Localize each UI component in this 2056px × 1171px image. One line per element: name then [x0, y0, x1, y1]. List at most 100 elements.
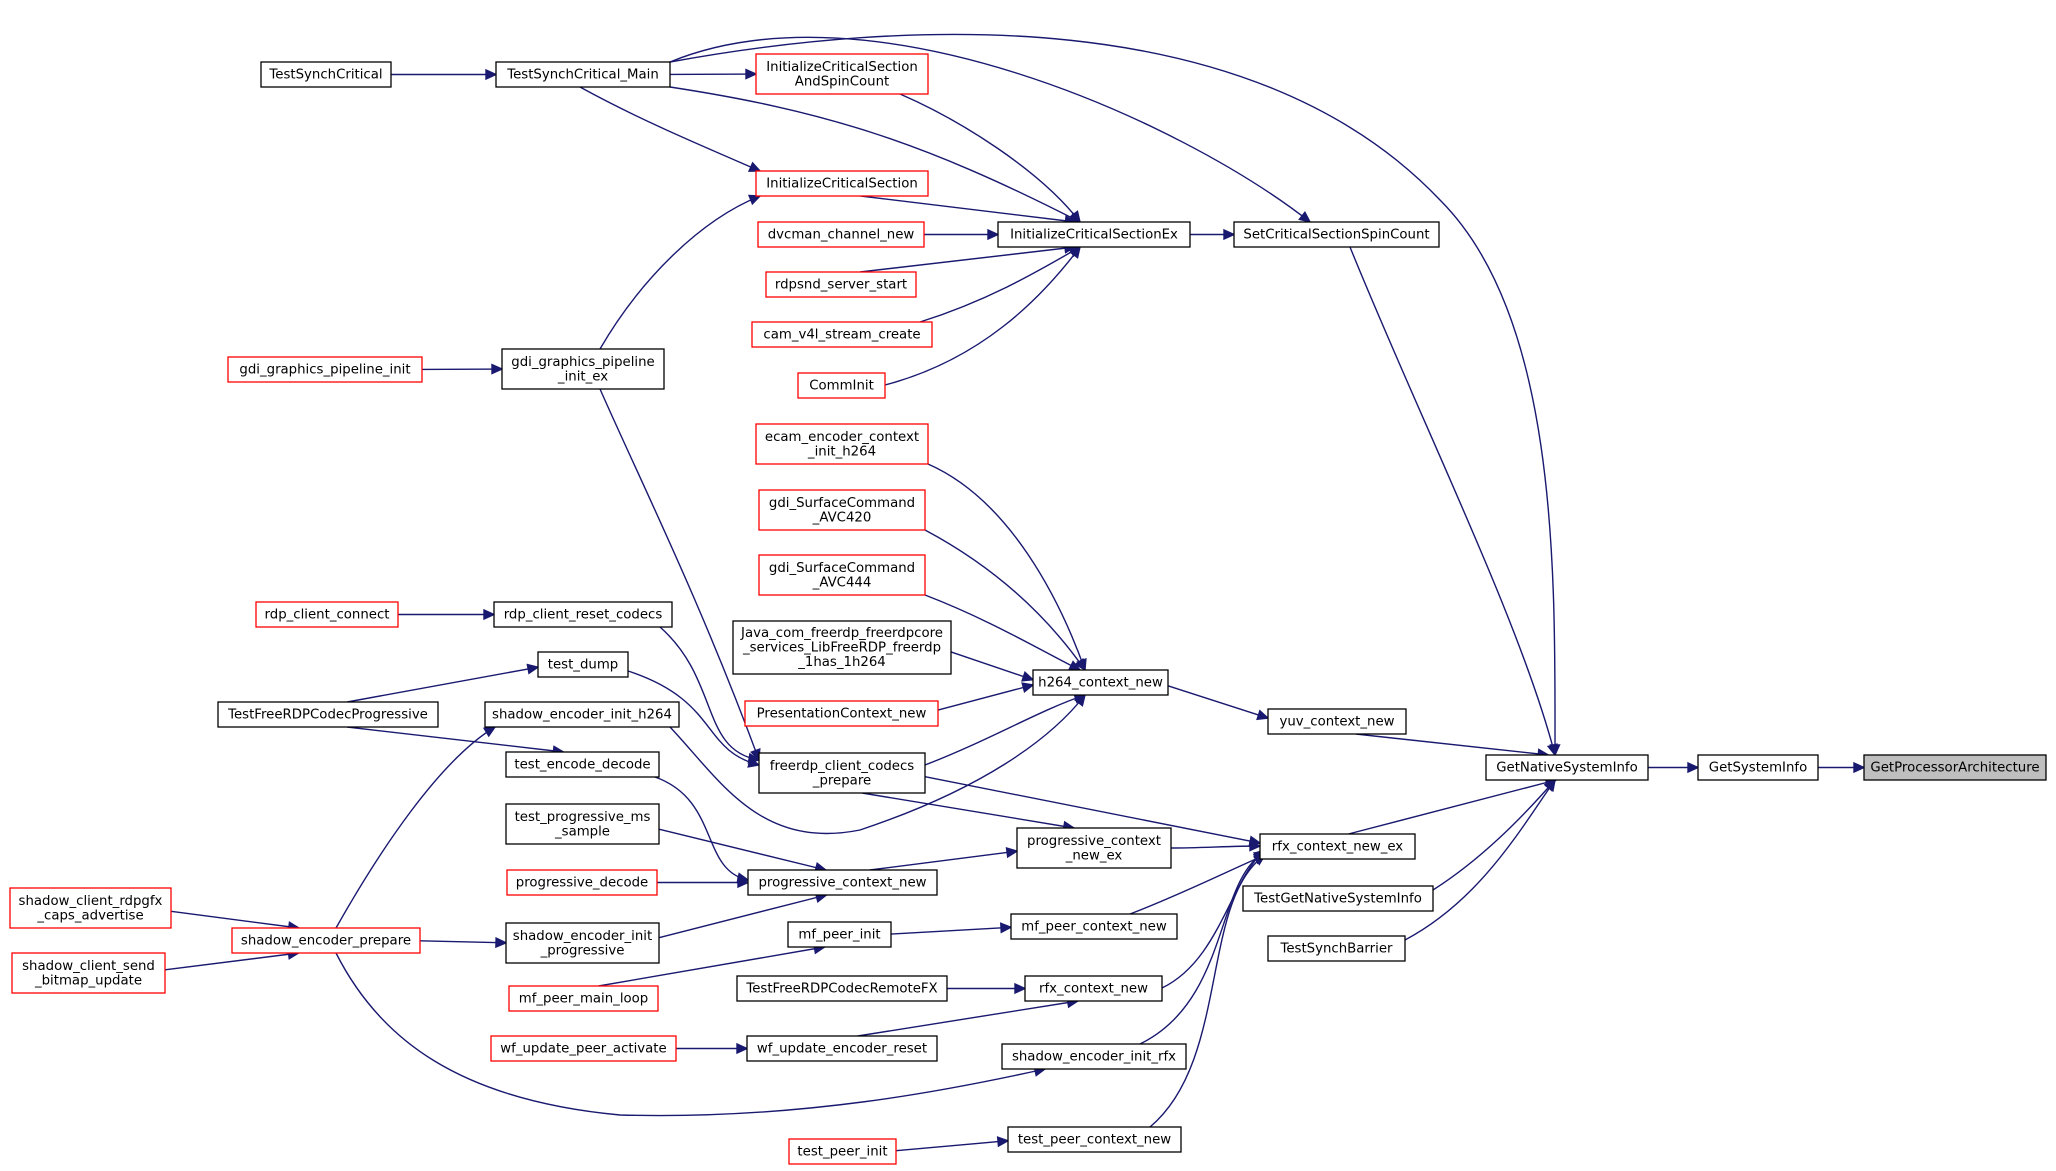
- node-shadowh264[interactable]: shadow_encoder_init_h264: [484, 701, 680, 728]
- node-progctx[interactable]: progressive_context_new: [747, 869, 938, 896]
- node-label: AndSpinCount: [795, 74, 889, 89]
- node-rfxctx[interactable]: rfx_context_new: [1024, 975, 1163, 1002]
- node-box: [505, 751, 660, 778]
- node-shadowcaps[interactable]: shadow_client_rdpgfx_caps_advertise: [9, 887, 172, 929]
- node-label: TestFreeRDPCodecProgressive: [227, 708, 428, 723]
- edge-wfreset-to-rfxctx: [857, 997, 1080, 1037]
- edge-line: [924, 594, 1081, 671]
- edge-line: [857, 1000, 1078, 1037]
- edge-initcsex-to-setcsspin: [1190, 228, 1236, 241]
- node-presctx[interactable]: PresentationContext_new: [744, 700, 939, 727]
- node-camv4l[interactable]: cam_v4l_stream_create: [751, 321, 933, 348]
- node-box: [231, 927, 421, 954]
- edge-mfpeerinit-to-mfpeerctx: [890, 922, 1013, 935]
- node-rdpreset[interactable]: rdp_client_reset_codecs: [493, 601, 673, 628]
- arrowhead: [1298, 211, 1312, 224]
- node-testencdec[interactable]: test_encode_decode: [505, 751, 660, 778]
- node-testprogms[interactable]: test_progressive_ms_sample: [505, 803, 660, 845]
- node-label: mf_peer_init: [798, 928, 880, 943]
- edge-line: [950, 651, 1034, 681]
- arrowhead: [1544, 778, 1556, 792]
- node-setcsspin[interactable]: SetCriticalSectionSpinCount: [1233, 221, 1440, 248]
- arrowhead: [1014, 982, 1027, 995]
- node-mfpeerctx[interactable]: mf_peer_context_new: [1010, 913, 1178, 940]
- edge-line: [919, 246, 1081, 323]
- node-avc444[interactable]: gdi_SurfaceCommand_AVC444: [758, 554, 926, 596]
- node-label: _init_ex: [557, 369, 608, 384]
- node-label: _AVC444: [812, 575, 872, 590]
- node-rdpsnd[interactable]: rdpsnd_server_start: [765, 271, 917, 298]
- node-dvcman[interactable]: dvcman_channel_new: [757, 221, 925, 248]
- edge-testdump-to-codecsprep: [624, 669, 761, 768]
- node-initcsex[interactable]: InitializeCriticalSectionEx: [997, 221, 1191, 248]
- edge-line: [669, 36, 1311, 223]
- node-rdpconnect[interactable]: rdp_client_connect: [255, 601, 399, 628]
- arrowhead: [526, 663, 540, 675]
- node-box: [758, 489, 926, 531]
- arrowhead: [737, 876, 750, 889]
- node-label: rdp_client_connect: [265, 608, 390, 623]
- node-getnative[interactable]: GetNativeSystemInfo: [1485, 754, 1649, 781]
- node-mfpeerinit[interactable]: mf_peer_init: [787, 921, 892, 948]
- node-initcs[interactable]: InitializeCriticalSection: [755, 170, 929, 197]
- node-label: _services_LibFreeRDP_freerdp: [742, 641, 941, 656]
- node-h264ctx[interactable]: h264_context_new: [1032, 669, 1169, 696]
- node-testgetnative[interactable]: TestGetNativeSystemInfo: [1242, 885, 1434, 912]
- edge-line: [579, 86, 761, 172]
- edge-line: [669, 86, 1081, 223]
- node-codecsprep[interactable]: freerdp_client_codecs_prepare: [758, 752, 926, 794]
- node-testsynccritmain[interactable]: TestSynchCritical_Main: [495, 61, 671, 88]
- node-java[interactable]: Java_com_freerdp_freerdpcore_services_Li…: [732, 620, 952, 675]
- node-shadowprog[interactable]: shadow_encoder_init_progressive: [505, 922, 660, 964]
- node-gdipipe[interactable]: gdi_graphics_pipeline_init: [227, 356, 423, 383]
- node-label: gdi_SurfaceCommand: [769, 561, 915, 576]
- node-testdump[interactable]: test_dump: [537, 651, 629, 678]
- edges: [164, 33, 1866, 1152]
- node-ecam[interactable]: ecam_encoder_context_init_h264: [755, 423, 929, 465]
- node-shadowprep[interactable]: shadow_encoder_prepare: [231, 927, 421, 954]
- edge-line: [924, 776, 1261, 844]
- node-box: [506, 869, 658, 896]
- node-testpeerctx[interactable]: test_peer_context_new: [1007, 1126, 1182, 1153]
- edge-testsynccritmain-to-initcsex: [669, 86, 1082, 223]
- node-box: [1010, 913, 1178, 940]
- node-shadowbitmap[interactable]: shadow_client_send_bitmap_update: [11, 952, 166, 994]
- edge-line: [895, 1140, 1009, 1152]
- node-wfactivate[interactable]: wf_update_peer_activate: [490, 1035, 677, 1062]
- node-box: [736, 975, 948, 1002]
- node-getprocarch[interactable]: GetProcessorArchitecture: [1863, 754, 2047, 781]
- edge-initcsspin-to-initcsex: [899, 93, 1082, 224]
- edge-wfactivate-to-wfreset: [676, 1042, 749, 1055]
- node-shadowrfx[interactable]: shadow_encoder_init_rfx: [1001, 1043, 1187, 1070]
- node-rfxctxex[interactable]: rfx_context_new_ex: [1259, 833, 1416, 860]
- node-testpeerinit[interactable]: test_peer_init: [788, 1138, 897, 1165]
- edge-progctx-to-progctxex: [869, 846, 1019, 871]
- edge-line: [1355, 733, 1549, 756]
- node-gdipipeex[interactable]: gdi_graphics_pipeline_init_ex: [501, 348, 665, 390]
- node-yuvctx[interactable]: yuv_context_new: [1267, 708, 1407, 735]
- node-box: [508, 985, 659, 1012]
- node-progdecode[interactable]: progressive_decode: [506, 869, 658, 896]
- node-label: test_encode_decode: [514, 758, 650, 773]
- node-testfreerdpprog[interactable]: TestFreeRDPCodecProgressive: [217, 701, 439, 728]
- node-testsynccrit[interactable]: TestSynchCritical: [260, 61, 392, 88]
- edge-testsynccritmain-to-setcsspin: [669, 36, 1312, 224]
- node-comminit[interactable]: CommInit: [797, 372, 886, 399]
- node-box: [255, 601, 399, 628]
- node-getsysinfo[interactable]: GetSystemInfo: [1697, 754, 1819, 781]
- node-label: _init_h264: [807, 444, 876, 459]
- node-label: rfx_context_new_ex: [1272, 840, 1404, 855]
- node-avc420[interactable]: gdi_SurfaceCommand_AVC420: [758, 489, 926, 531]
- node-testremotefx[interactable]: TestFreeRDPCodecRemoteFX: [736, 975, 948, 1002]
- node-label: shadow_encoder_init_h264: [492, 708, 672, 723]
- edge-line: [1149, 854, 1266, 1128]
- node-progctxex[interactable]: progressive_context_new_ex: [1016, 827, 1172, 869]
- node-wfreset[interactable]: wf_update_encoder_reset: [746, 1035, 938, 1062]
- edge-shadowprep-to-shadowh264: [335, 726, 497, 929]
- node-mfpeerloop[interactable]: mf_peer_main_loop: [508, 985, 659, 1012]
- node-label: _bitmap_update: [34, 973, 142, 988]
- node-label: shadow_encoder_init: [513, 929, 652, 944]
- node-testsyncbarrier[interactable]: TestSynchBarrier: [1267, 935, 1406, 962]
- edge-testsynccritmain-to-initcs: [579, 86, 762, 172]
